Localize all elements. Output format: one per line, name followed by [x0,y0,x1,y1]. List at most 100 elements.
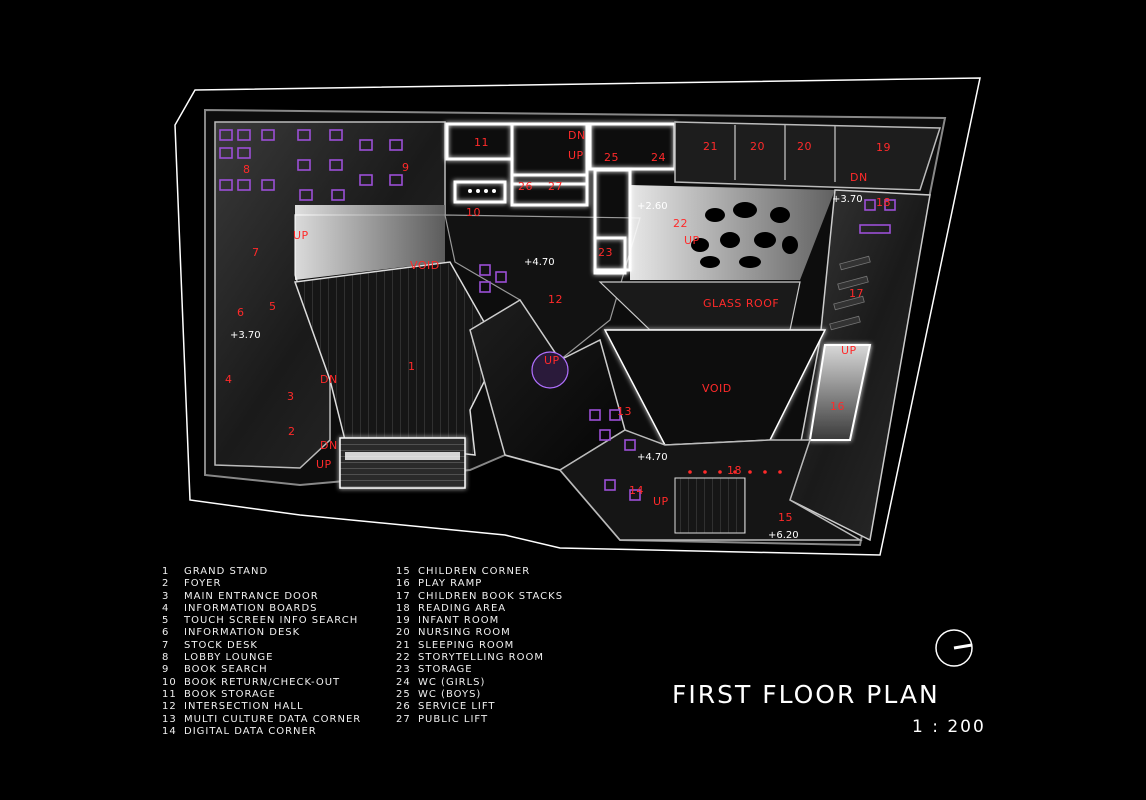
legend-item: 6 INFORMATION DESK [162,627,361,639]
legend-text: STORYTELLING ROOM [418,652,544,664]
legend-text: WC (BOYS) [418,688,482,700]
stock-desk-zone [295,205,445,280]
children-stair [674,477,746,534]
legend-number: 3 [162,590,170,602]
room-label-18a: 18 [876,196,891,209]
reading-area-dots [688,470,782,474]
legend-number: 22 [396,652,411,664]
legend-number: 5 [162,615,170,627]
legend-text: WC (GIRLS) [418,676,486,688]
legend-number: 27 [396,713,411,725]
return-desk-dots [468,189,496,193]
legend-item: 5 TOUCH SCREEN INFO SEARCH [162,615,361,627]
glass-roof-label: GLASS ROOF [703,297,779,310]
spiral-stair [531,351,569,389]
legend-text: STORAGE [418,664,473,676]
up-label-4: UP [316,458,332,471]
up-label-1: UP [293,229,309,242]
legend-item: 22 STORYTELLING ROOM [396,652,563,664]
level-label-370a: +3.70 [230,330,261,341]
legend-text: PLAY RAMP [418,578,483,590]
room-label-4: 4 [225,373,233,386]
room-label-20b: 20 [797,140,812,153]
up-label-6: UP [841,344,857,357]
legend-number: 11 [162,688,177,700]
legend-number: 26 [396,701,411,713]
room-labels: 1 2 3 4 5 6 7 8 9 10 11 12 13 14 15 16 1… [225,129,891,541]
up-label-2: UP [684,234,700,247]
level-label-470b: +4.70 [637,452,668,463]
legend-text: SLEEPING ROOM [418,639,515,651]
room-label-11: 11 [474,136,489,149]
legend-text: INFORMATION DESK [184,627,301,639]
void-label-2: VOID [702,382,732,395]
site-boundary [174,77,981,556]
up-label-3: UP [568,149,584,162]
legend-item: 12 INTERSECTION HALL [162,701,361,713]
legend-text: GRAND STAND [184,566,269,577]
legend-number: 2 [162,578,170,590]
level-label-370b: +3.70 [832,194,863,205]
legend-text: LOBBY LOUNGE [184,652,274,664]
legend-item: 14 DIGITAL DATA CORNER [162,726,361,738]
room-label-25: 25 [604,151,619,164]
room-label-26: 26 [518,180,533,193]
room-label-1: 1 [408,360,416,373]
legend-text: TOUCH SCREEN INFO SEARCH [184,615,359,627]
room-label-8: 8 [243,163,251,176]
entrance-stair-light [345,452,460,460]
room-label-27: 27 [548,180,563,193]
legend-number: 7 [162,639,170,651]
room-label-20a: 20 [750,140,765,153]
legend-item: 19 INFANT ROOM [396,615,563,627]
room-label-24: 24 [651,151,666,164]
legend-text: INFANT ROOM [418,615,500,627]
entrance-stair [339,437,466,489]
room-label-22: 22 [673,217,688,230]
room-label-7: 7 [252,246,260,259]
room-label-13: 13 [617,405,632,418]
legend-number: 14 [162,725,177,737]
room-label-10: 10 [466,206,481,219]
compass-north-icon [935,629,973,667]
legend-text: SERVICE LIFT [418,701,496,713]
level-label-470a: +4.70 [524,257,555,268]
book-stacks [829,255,871,331]
play-ramp [808,344,872,441]
legend-text: INFORMATION BOARDS [184,602,318,614]
service-core [445,122,677,275]
up-label-7: UP [544,354,560,367]
legend-number: 18 [396,602,411,614]
room-label-9: 9 [402,161,410,174]
dn-label-4: DN [850,171,868,184]
legend-text: DIGITAL DATA CORNER [184,725,317,737]
legend-number: 6 [162,627,170,639]
legend-number: 16 [396,578,411,590]
legend-text: INTERSECTION HALL [184,701,304,713]
legend-item: 16 PLAY RAMP [396,578,563,590]
legend-text: READING AREA [418,602,507,614]
legend-number: 23 [396,664,411,676]
room-label-5: 5 [269,300,277,313]
plan-scale: 1 : 200 [912,717,986,737]
up-label-5: UP [653,495,669,508]
legend-text: BOOK RETURN/CHECK-OUT [184,676,341,688]
legend-number: 19 [396,615,411,627]
furniture [219,129,896,501]
legend-number: 9 [162,664,170,676]
legend-number: 12 [162,701,177,713]
storytelling-seats [691,202,798,268]
